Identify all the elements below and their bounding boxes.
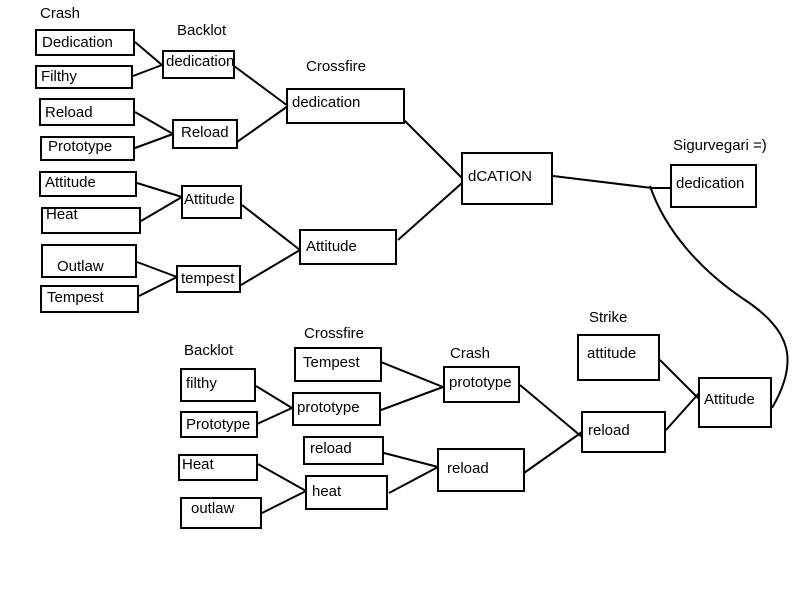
node-label: Tempest [303, 354, 360, 371]
connector-reload-to-strike-reload [523, 431, 583, 474]
node-label: reload [588, 422, 630, 439]
node-prototype: Prototype [40, 136, 135, 161]
connector-filthy-to-prototype [255, 385, 293, 409]
node-dedication-r3: dedication [286, 88, 405, 124]
connector-outlaw-to-tempest [136, 261, 178, 278]
node-label: outlaw [191, 500, 235, 517]
connector-dedication-to-crossfire [233, 65, 289, 107]
connector-outlaw-to-heat [261, 490, 307, 514]
node-label: dedication [292, 94, 361, 111]
connector-dcation-to-winner [552, 175, 653, 189]
node-attitude-r3: Attitude [299, 229, 397, 265]
node-label: Attitude [704, 391, 755, 408]
connector-prototype-to-prototype [256, 407, 293, 425]
node-label: tempest [181, 270, 235, 287]
connector-reload-to-crash-reload [383, 452, 439, 468]
connector-prototype-to-crash-prototype [380, 386, 444, 411]
node-prototype-bottom-r2: prototype [292, 392, 381, 426]
node-label: heat [312, 483, 342, 500]
node-label: Filthy [41, 68, 77, 85]
node-attitude: Attitude [39, 171, 137, 197]
node-outlaw-bottom: outlaw [180, 497, 262, 529]
node-tempest: Tempest [40, 285, 139, 313]
connector-tempest-to-crash-prototype [380, 361, 444, 388]
node-label: dedication [676, 175, 745, 192]
node-dedication: Dedication [35, 29, 135, 56]
node-prototype-bottom: Prototype [180, 411, 258, 438]
node-label: Attitude [184, 191, 235, 208]
node-outlaw: Outlaw [41, 244, 137, 278]
node-label: filthy [186, 375, 217, 392]
heading-backlot-bottom: Backlot [184, 342, 234, 359]
node-label: Outlaw [57, 258, 104, 275]
connector-reload-to-crossfire [236, 105, 289, 143]
node-label: Tempest [47, 289, 104, 306]
node-label: Dedication [42, 34, 113, 51]
heading-sigurvegari: Sigurvegari =) [673, 137, 767, 154]
node-attitude-r2: Attitude [181, 185, 242, 219]
node-label: reload [310, 440, 352, 457]
node-reload-strike: reload [581, 411, 666, 453]
connector-dedication-to-dedication [134, 41, 163, 66]
node-label: reload [447, 460, 489, 477]
node-label: Reload [45, 104, 93, 121]
node-winner-dedication: dedication [670, 164, 757, 208]
node-dedication-r2: dedication [162, 50, 235, 79]
node-reload-crash: reload [437, 448, 525, 492]
node-label: Prototype [186, 416, 251, 433]
node-label: Attitude [45, 174, 96, 191]
node-dcation: dCATION [461, 152, 553, 205]
heading-crossfire-bottom: Crossfire [304, 325, 365, 342]
heading-backlot-top: Backlot [177, 22, 227, 39]
node-heat: Heat [41, 206, 141, 234]
node-label: attitude [587, 345, 637, 362]
node-reload-r2: Reload [172, 119, 238, 149]
node-label: prototype [297, 399, 360, 416]
connector-prototype-to-strike-reload [519, 384, 583, 438]
node-heat-bottom: Heat [178, 454, 258, 481]
node-reload-bottom: reload [303, 436, 384, 465]
node-filthy-bottom: filthy [180, 368, 256, 402]
node-label: Reload [181, 124, 229, 141]
connector-tempest-to-crossfire [240, 249, 301, 286]
connector-tempest-to-tempest [138, 276, 178, 297]
connector-reload-to-attitude-final [665, 391, 701, 431]
connector-attitude-to-attitude-final [659, 359, 701, 401]
heading-strike: Strike [589, 309, 628, 326]
connector-dedication-to-dcation [403, 119, 463, 179]
connector-attitude-to-winner [649, 185, 789, 409]
node-label: dCATION [468, 168, 532, 185]
connector-attitude-to-dcation [397, 182, 463, 241]
heading-crash-bottom: Crash [450, 345, 491, 362]
node-label: Heat [182, 456, 214, 473]
connector-heat-to-attitude [140, 196, 183, 222]
connector-reload-to-reload [134, 111, 174, 135]
node-filthy: Filthy [35, 65, 133, 89]
connector-attitude-to-attitude [136, 182, 183, 198]
node-label: dedication [166, 53, 235, 70]
node-tempest-bottom: Tempest [294, 347, 382, 382]
node-attitude-strike: attitude [577, 334, 660, 381]
node-heat-bottom-r2: heat [305, 475, 388, 510]
node-tempest-r2: tempest [176, 265, 241, 293]
connector-filthy-to-dedication [132, 64, 163, 77]
connector-heat-to-crash-reload [388, 466, 439, 494]
node-label: Prototype [48, 138, 113, 155]
heading-crossfire-top: Crossfire [306, 58, 367, 75]
heading-crash-top: Crash [40, 5, 81, 22]
node-label: Heat [46, 206, 78, 223]
node-label: Attitude [306, 238, 357, 255]
connector-prototype-to-reload [134, 133, 174, 149]
connector-heat-to-heat [257, 463, 307, 492]
node-label: prototype [449, 374, 512, 391]
node-attitude-final: Attitude [698, 377, 772, 428]
node-prototype-crash: prototype [443, 366, 520, 403]
node-reload: Reload [39, 98, 135, 126]
connector-attitude-to-crossfire [241, 204, 301, 251]
